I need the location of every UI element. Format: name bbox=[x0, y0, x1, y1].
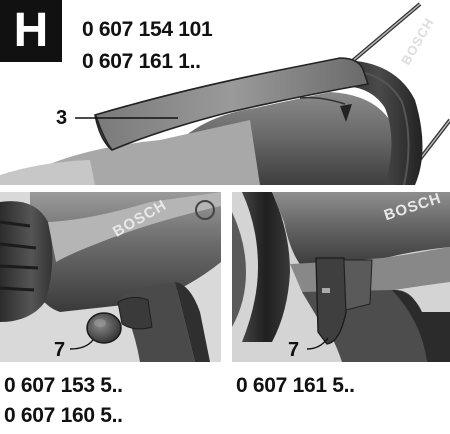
top-model-number-1: 0 607 154 101 bbox=[82, 18, 213, 41]
caption-left-1: 0 607 153 5.. bbox=[4, 374, 123, 397]
tool-right-drawing bbox=[232, 192, 450, 362]
tool-left-drawing bbox=[0, 192, 221, 362]
left-illustration-panel: BOSCH 7 bbox=[0, 192, 221, 362]
callout-7-left: 7 bbox=[54, 339, 66, 361]
right-illustration-panel: BOSCH 7 bbox=[232, 192, 450, 362]
figure-letter-badge: H bbox=[0, 0, 62, 62]
caption-right-1: 0 607 161 5.. bbox=[236, 374, 355, 397]
top-model-number-2: 0 607 161 1.. bbox=[82, 50, 201, 73]
tool-top-drawing bbox=[0, 2, 450, 185]
top-illustration-panel: H 0 607 154 101 0 607 161 1.. 3 bbox=[0, 0, 450, 185]
caption-left-2: 0 607 160 5.. bbox=[4, 404, 123, 427]
callout-7-right: 7 bbox=[288, 339, 300, 361]
callout-3: 3 bbox=[56, 107, 68, 129]
